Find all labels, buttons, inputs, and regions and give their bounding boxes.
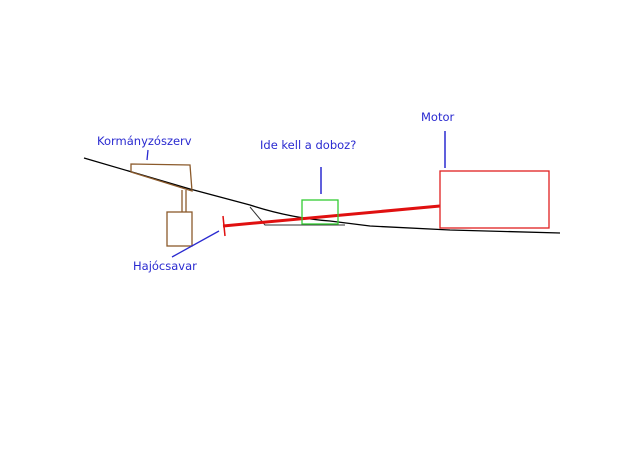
propeller-leader [171,230,220,258]
propeller-shaft [222,204,441,228]
motor-label: Motor [421,110,455,124]
hull-line [83,157,561,234]
steering-leader [146,149,149,161]
box-question-label: Ide kell a doboz? [260,138,357,152]
motor-box [439,170,550,229]
propeller [222,215,226,237]
hull-skeg [249,206,345,226]
rudder [166,211,193,247]
box-placeholder [301,199,339,225]
steering-gear [130,163,193,192]
propeller-label: Hajócsavar [133,259,197,273]
steering-label: Kormányzószerv [97,134,192,148]
